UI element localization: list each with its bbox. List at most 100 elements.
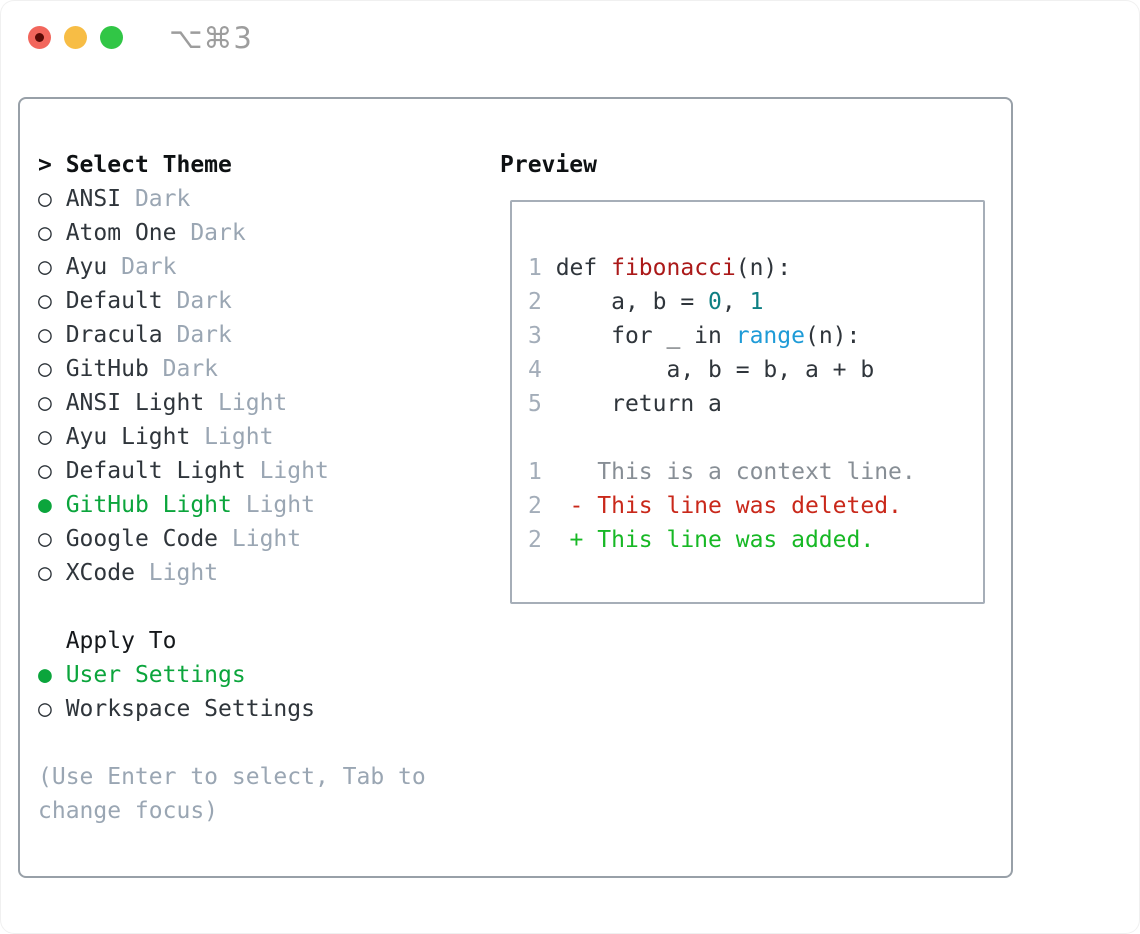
token-num: 5 xyxy=(528,391,542,417)
theme-variant-tag: Dark xyxy=(121,186,191,212)
spacer-row xyxy=(38,726,488,760)
token-code: (n): xyxy=(804,323,861,349)
theme-option[interactable]: ○ GitHub Dark xyxy=(38,352,488,386)
maximize-button[interactable] xyxy=(100,26,123,49)
theme-list-title: > Select Theme xyxy=(38,148,488,182)
theme-variant-tag: Dark xyxy=(148,356,219,382)
theme-name: ANSI xyxy=(65,186,122,212)
theme-variant-tag: Light xyxy=(134,560,219,586)
theme-option[interactable]: ○ ANSI Light Light xyxy=(38,386,488,420)
radio-icon: ○ xyxy=(38,220,66,246)
token-code: , xyxy=(721,289,750,315)
token-num: 2 xyxy=(528,527,542,553)
token-code: a, b = xyxy=(541,289,709,315)
token-num: 1 xyxy=(528,459,542,485)
keyboard-shortcut-label: ⌥⌘3 xyxy=(169,21,253,55)
theme-name: GitHub Light xyxy=(65,492,232,518)
radio-icon: ○ xyxy=(38,560,66,586)
token-fnred: fibonacci xyxy=(611,255,736,281)
diff-deleted-line: 2 - This line was deleted. xyxy=(528,489,969,523)
theme-option[interactable]: ○ ANSI Dark xyxy=(38,182,488,216)
theme-name: GitHub xyxy=(65,356,149,382)
token-num: 2 xyxy=(528,493,542,519)
keyboard-hint: change focus) xyxy=(38,794,488,828)
theme-option[interactable]: ○ XCode Light xyxy=(38,556,488,590)
token-code: (n): xyxy=(735,255,792,281)
code-line: 5 return a xyxy=(528,387,969,421)
apply-to-option[interactable]: ● User Settings xyxy=(38,658,488,692)
code-line: 3 for _ in range(n): xyxy=(528,319,969,353)
theme-name: Default xyxy=(65,288,163,314)
token-add: + This line was added. xyxy=(541,527,875,553)
theme-list: > Select Theme○ ANSI Dark○ Atom One Dark… xyxy=(38,148,488,828)
theme-option[interactable]: ○ Google Code Light xyxy=(38,522,488,556)
radio-icon: ● xyxy=(38,492,66,518)
theme-variant-tag: Dark xyxy=(162,288,232,314)
theme-name: Google Code xyxy=(65,526,219,552)
code-line: 1 def fibonacci(n): xyxy=(528,251,969,285)
radio-icon: ● xyxy=(38,662,66,688)
token-code: def xyxy=(541,255,612,281)
theme-option[interactable]: ○ Ayu Dark xyxy=(38,250,488,284)
token-blue: range xyxy=(735,323,805,349)
apply-to-option[interactable]: ○ Workspace Settings xyxy=(38,692,488,726)
diff-added-line: 2 + This line was added. xyxy=(528,523,969,557)
token-num: 2 xyxy=(528,289,542,315)
theme-name: Default Light xyxy=(65,458,246,484)
theme-variant-tag: Light xyxy=(218,526,302,552)
token-code: a, b = b, a + b xyxy=(541,357,875,383)
radio-icon: ○ xyxy=(38,424,66,450)
code-line: 2 a, b = 0, 1 xyxy=(528,285,969,319)
token-code: return a xyxy=(541,391,722,417)
apply-to-title-label: Apply To xyxy=(38,628,177,654)
theme-option[interactable]: ○ Atom One Dark xyxy=(38,216,488,250)
theme-name: Ayu Light xyxy=(65,424,191,450)
radio-icon: ○ xyxy=(38,526,66,552)
token-teal: 1 xyxy=(749,289,764,315)
token-del: - This line was deleted. xyxy=(541,493,902,519)
code-line: 4 a, b = b, a + b xyxy=(528,353,969,387)
radio-icon: ○ xyxy=(38,458,66,484)
token-num: 3 xyxy=(528,323,542,349)
keyboard-hint-text: change focus) xyxy=(38,798,219,824)
theme-variant-tag: Light xyxy=(204,390,288,416)
theme-name: ANSI Light xyxy=(65,390,205,416)
spacer-row xyxy=(38,590,488,624)
theme-variant-tag: Light xyxy=(231,492,315,518)
close-button[interactable] xyxy=(28,26,51,49)
apply-to-option-label: Workspace Settings xyxy=(65,696,315,722)
radio-icon: ○ xyxy=(38,322,66,348)
diff-context-line: 1 This is a context line. xyxy=(528,455,969,489)
radio-icon: ○ xyxy=(38,696,66,722)
cursor-marker-icon: > xyxy=(38,152,66,178)
theme-option[interactable]: ○ Ayu Light Light xyxy=(38,420,488,454)
radio-icon: ○ xyxy=(38,356,66,382)
theme-list-title-label: Select Theme xyxy=(65,152,232,178)
theme-name: XCode xyxy=(65,560,135,586)
theme-variant-tag: Light xyxy=(190,424,274,450)
theme-option[interactable]: ○ Default Dark xyxy=(38,284,488,318)
radio-icon: ○ xyxy=(38,288,66,314)
theme-variant-tag: Dark xyxy=(162,322,232,348)
preview-title: Preview xyxy=(500,152,597,178)
token-teal: 0 xyxy=(708,289,722,315)
apply-to-option-label: User Settings xyxy=(65,662,246,688)
token-code xyxy=(528,425,542,451)
blank-line xyxy=(528,421,969,455)
theme-option[interactable]: ● GitHub Light Light xyxy=(38,488,488,522)
minimize-button[interactable] xyxy=(64,26,87,49)
theme-picker-panel: > Select Theme○ ANSI Dark○ Atom One Dark… xyxy=(18,97,1013,878)
theme-option[interactable]: ○ Dracula Dark xyxy=(38,318,488,352)
theme-name: Dracula xyxy=(65,322,163,348)
theme-variant-tag: Dark xyxy=(107,254,177,280)
token-ctx: This is a context line. xyxy=(541,459,916,485)
theme-option[interactable]: ○ Default Light Light xyxy=(38,454,488,488)
theme-name: Ayu xyxy=(65,254,108,280)
radio-icon: ○ xyxy=(38,390,66,416)
apply-to-title: Apply To xyxy=(38,624,488,658)
theme-variant-tag: Dark xyxy=(176,220,246,246)
keyboard-hint-text: (Use Enter to select, Tab to xyxy=(38,764,426,790)
token-num: 1 xyxy=(528,255,542,281)
radio-icon: ○ xyxy=(38,186,66,212)
